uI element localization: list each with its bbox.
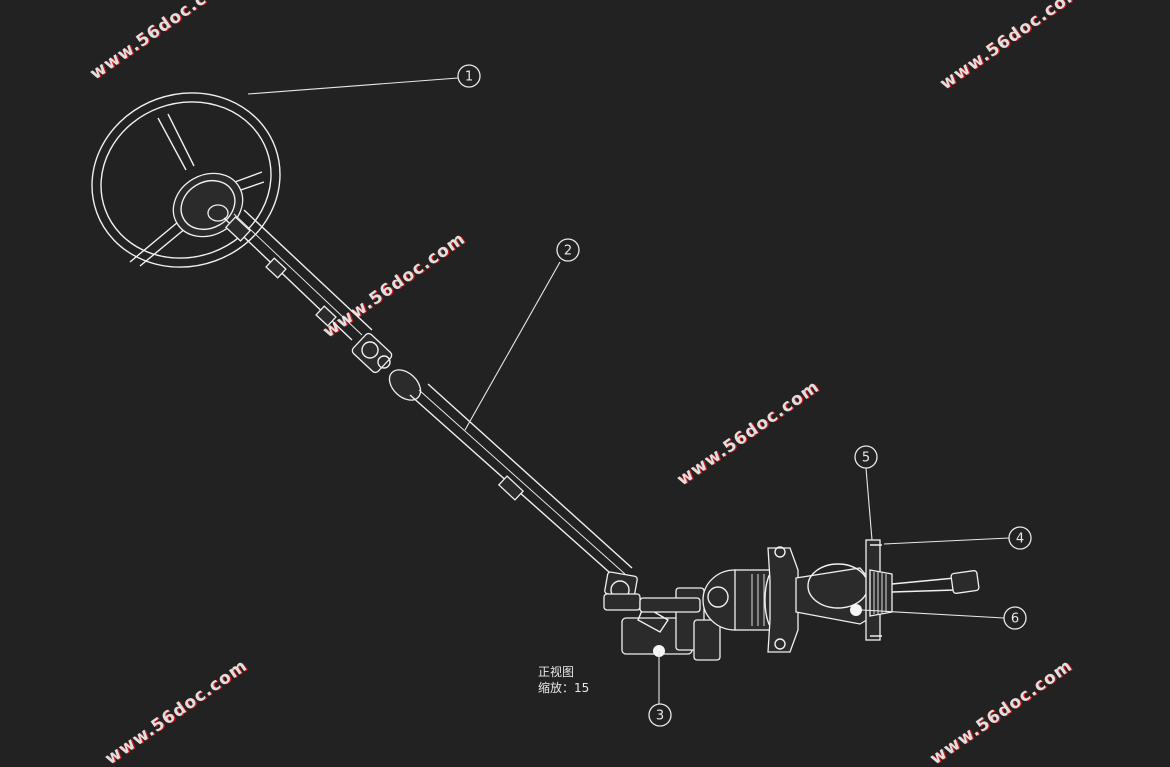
caption-view: 正视图 [538,664,574,679]
balloon-3: 3 [648,703,672,727]
watermark-text: www.56doc.com [319,229,469,342]
balloon-5: 5 [854,445,878,469]
steering-column [223,209,638,600]
watermark-text: www.56doc.com [926,656,1076,767]
universal-joint [351,332,422,401]
view-caption: 正视图 缩放：15 [538,664,589,695]
balloon-2: 2 [556,238,580,262]
steering-wheel [91,92,281,268]
watermark-text: www.56doc.com [101,656,251,767]
watermark-text: www.56doc.com [86,0,236,84]
balloon-label: 4 [1016,532,1024,547]
balloon-4: 4 [1008,526,1032,550]
balloon-6: 6 [1003,606,1027,630]
balloon-label: 2 [564,244,572,259]
balloon-label: 1 [465,70,473,85]
balloon-label: 3 [656,709,664,724]
balloon-1: 1 [457,64,481,88]
watermark-text: www.56doc.com [673,377,823,490]
balloon-label: 6 [1011,612,1019,627]
leader-lines [247,77,1010,704]
balloon-label: 5 [862,451,870,466]
leader-dot [850,604,862,616]
watermark-group: www.56doc.com www.56doc.com www.56doc.co… [86,0,1087,767]
caption-scale: 缩放：15 [538,680,589,695]
steering-gear [603,539,980,661]
